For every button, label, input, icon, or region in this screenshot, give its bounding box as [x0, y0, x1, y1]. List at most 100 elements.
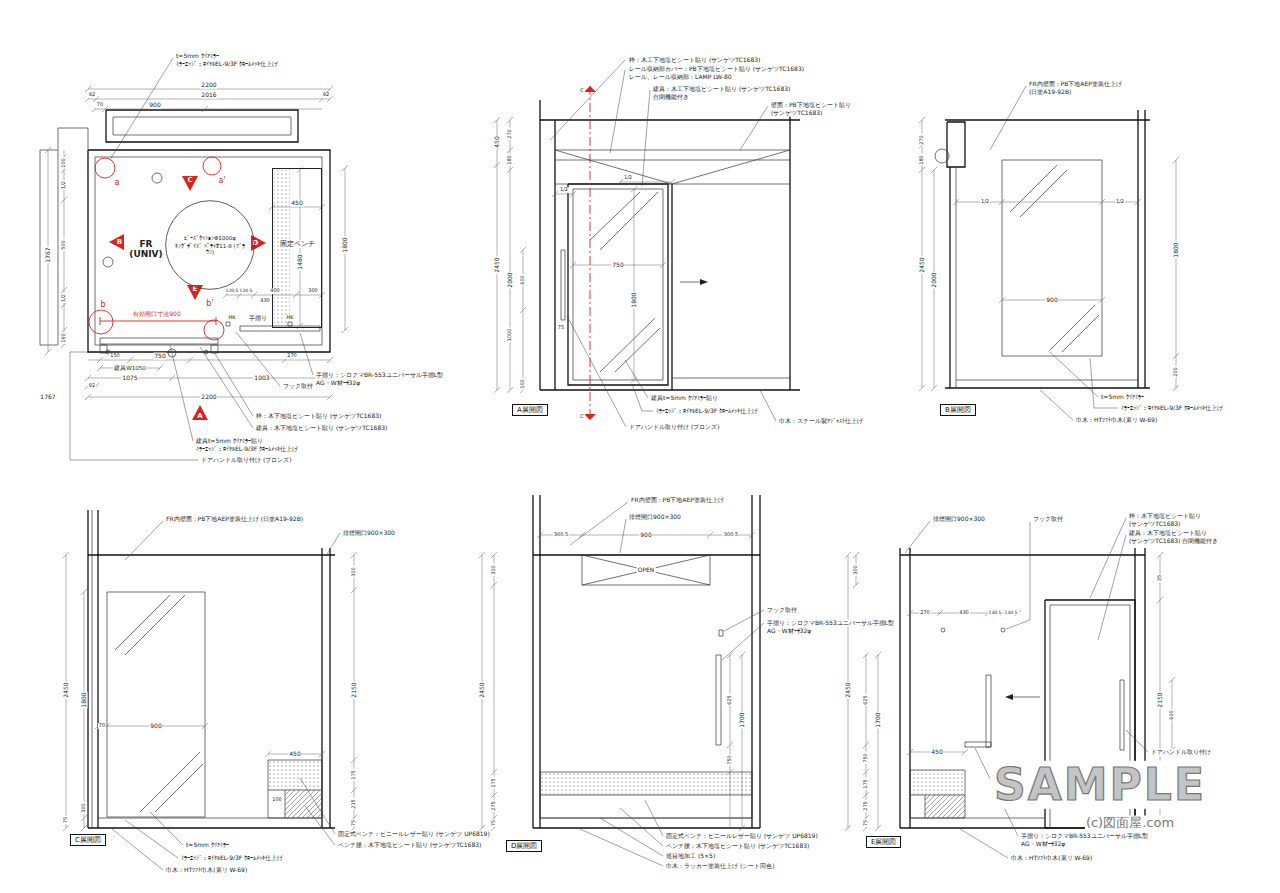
- dimension-value: 2450: [845, 681, 852, 698]
- marker-letter: C: [187, 177, 192, 184]
- callout-note: 手摺り：シロクマBR-553ユニバーサル手摺L型: [1020, 833, 1149, 840]
- detail-line: [561, 250, 565, 320]
- dimension-line: [507, 117, 513, 123]
- wall-line: [88, 554, 335, 555]
- dimension-line: [97, 365, 103, 371]
- material-fill: [925, 795, 965, 818]
- view-marker: A: [192, 405, 208, 421]
- detail-line: [268, 790, 322, 791]
- view-title: D展開図: [511, 842, 537, 850]
- dimension-value: 1767: [45, 246, 52, 263]
- material-fill: [540, 772, 752, 795]
- detail-line: [910, 770, 965, 818]
- dimension-value: 1003: [253, 375, 270, 382]
- wall-line: [88, 150, 330, 352]
- dimension-value: 1480: [297, 253, 304, 270]
- dimension-line: [739, 825, 745, 831]
- detail-line: [125, 595, 185, 655]
- marker-triangle: [192, 405, 208, 420]
- leader-line: [1126, 730, 1148, 752]
- reference-mark: c: [579, 412, 585, 420]
- dimension-value: 400: [269, 288, 281, 294]
- reference-line: [100, 317, 101, 325]
- dimension-value: 215: [351, 798, 357, 810]
- detail-line: [956, 380, 1138, 381]
- reference-mark: c: [579, 86, 585, 94]
- dimension-line: [45, 147, 51, 153]
- view-title: A展開図: [517, 406, 543, 414]
- callout-note: 建具：木下地塩ビシート貼り: [1128, 530, 1208, 537]
- callout-note: ﾐﾗｰｴｯｼﾞ：ﾛｲﾔﾙEL-9/3F ｸﾛｰﾑﾒｯｷ仕上げ: [195, 446, 299, 453]
- callout-note: (サンゲツTC1683): [770, 110, 823, 117]
- wall-line: [899, 548, 900, 828]
- detail-line: [288, 322, 292, 326]
- detail-line: [240, 326, 320, 331]
- arrowhead: [584, 86, 596, 92]
- callout-note: ﾐﾗｰｴｯｼﾞ：ﾛｲﾔﾙEL-9/3F ｸﾛｰﾑﾒｯｷ仕上げ: [180, 855, 284, 862]
- dimension-line: [863, 769, 869, 775]
- leader-line: [125, 820, 178, 858]
- dimension-value: 75: [63, 816, 69, 824]
- detail-line: [672, 378, 790, 379]
- dimension-line: [88, 99, 330, 100]
- dimension-line: [863, 652, 869, 658]
- detail-line: [92, 510, 93, 828]
- leader-line: [1090, 358, 1118, 408]
- wall-line: [540, 119, 800, 120]
- dimension-line: [319, 751, 325, 757]
- dimension-line: [81, 815, 87, 821]
- dimension-line: [570, 191, 576, 197]
- dimension-value: 750: [611, 262, 624, 269]
- bench-box: 固定ベンチ: [272, 168, 322, 328]
- fixture-symbol: [204, 350, 208, 354]
- callout-note: HK: [227, 315, 236, 321]
- reference-mark: 有効開口寸法900: [132, 311, 181, 318]
- wall-line: [945, 387, 1150, 388]
- dimension-value: OPEN: [637, 567, 656, 574]
- dimension-line: [727, 742, 733, 748]
- callout-note: (日塗A19-92B): [1028, 89, 1072, 96]
- detail-line: [95, 157, 322, 345]
- reference-mark: b: [99, 300, 106, 309]
- detail-line: [1120, 680, 1124, 750]
- leader-line-group: [70, 58, 1148, 870]
- dimension-value: 2016: [200, 92, 217, 99]
- dimension-value: 2450: [494, 256, 501, 273]
- callout-note: レール収納部カバー：PB下地塩ビシート貼り (サンゲツTC1683): [628, 66, 805, 73]
- dimension-value: 180: [919, 154, 925, 166]
- detail-reference-circle: [95, 158, 115, 178]
- detail-line: [58, 128, 88, 150]
- leader-line: [300, 333, 313, 375]
- detail-line: [115, 595, 170, 650]
- dimension-line: [507, 147, 513, 153]
- dimension-value: 35: [1157, 574, 1163, 582]
- wall-line: [88, 827, 335, 828]
- dimension-value: 1800: [631, 291, 638, 308]
- callout-note: ﾐﾗｰｴｯｼﾞ：ﾛｲﾔﾙEL-9/3F ｸﾛｰﾑﾒｯｷ仕上げ: [1120, 405, 1224, 412]
- view-title-box: D展開図: [506, 840, 542, 852]
- leader-line: [625, 360, 648, 398]
- detail-line: [113, 117, 291, 135]
- dimension-line: [962, 749, 968, 755]
- dimension-line: [555, 194, 573, 195]
- dimension-line: [1173, 353, 1179, 359]
- wall-line: [329, 548, 330, 828]
- dimension-line: [319, 204, 325, 210]
- dimension-line: [85, 375, 91, 381]
- dimension-value: 1075: [121, 375, 138, 382]
- dimension-line: [875, 825, 881, 831]
- dimension-line: [999, 199, 1005, 205]
- dimension-line: [95, 109, 322, 110]
- dimension-value: 1/2: [61, 180, 67, 190]
- dimension-line: [491, 792, 497, 798]
- dimension-value: 130.5: [988, 610, 1003, 615]
- dimension-value: 100: [61, 157, 67, 169]
- marker-letter: D: [253, 240, 259, 247]
- leader-line: [905, 521, 930, 553]
- dimension-line: [342, 165, 348, 171]
- leader-line: [1040, 390, 1073, 420]
- dimension-line: [919, 385, 925, 391]
- leader-line: [1050, 352, 1098, 397]
